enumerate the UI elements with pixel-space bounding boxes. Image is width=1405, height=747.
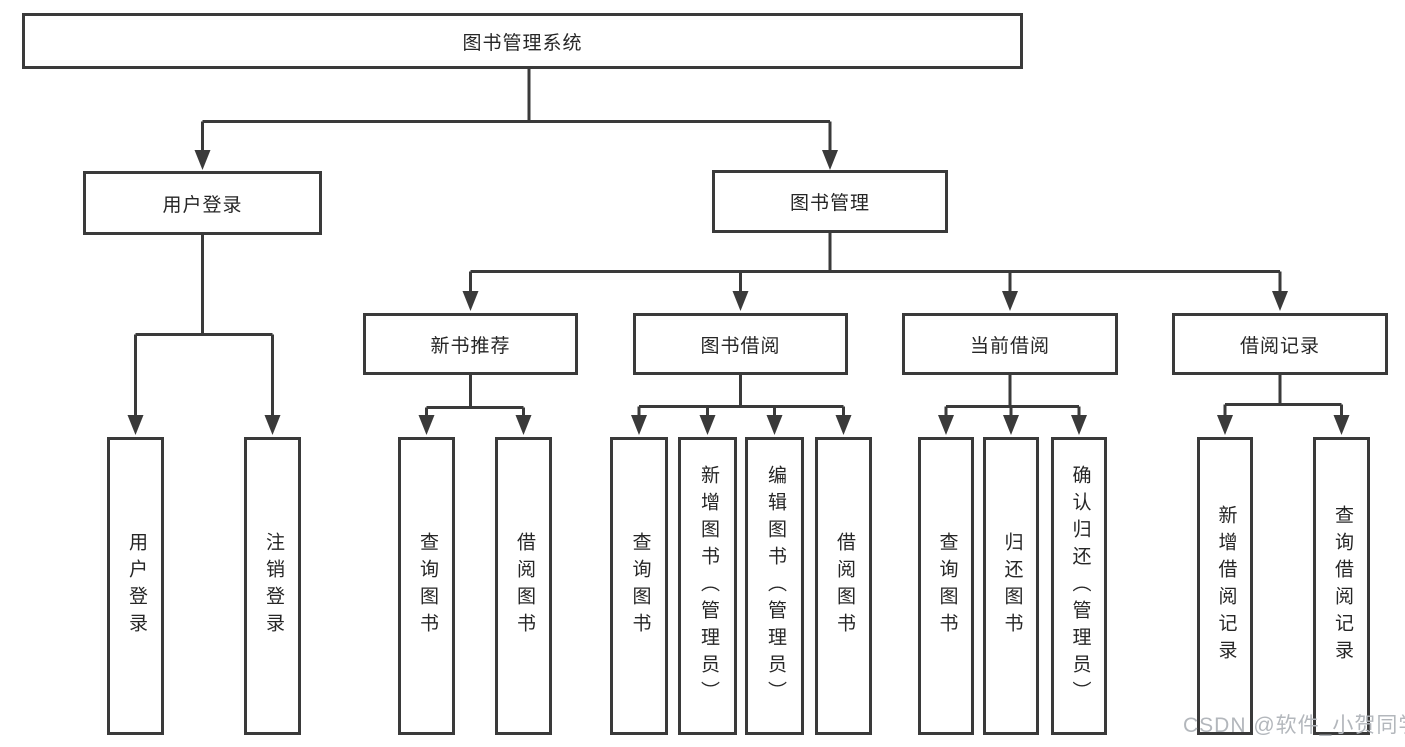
node-logout-label: 注销登录 xyxy=(262,532,284,640)
node-cb-query-book: 查询图书 xyxy=(918,437,974,735)
node-bb-edit-book: 编辑图书（管理员） xyxy=(745,437,804,735)
node-bb-add-book: 新增图书（管理员） xyxy=(678,437,737,735)
node-br-add-record: 新增借阅记录 xyxy=(1197,437,1253,735)
node-cb-return-book-label: 归还图书 xyxy=(1001,532,1023,640)
node-root-label: 图书管理系统 xyxy=(462,32,583,54)
node-current-borrow: 当前借阅 xyxy=(902,313,1118,375)
node-borrow-record: 借阅记录 xyxy=(1172,313,1388,375)
node-current-borrow-label: 当前借阅 xyxy=(969,335,1050,357)
node-new-book-recommend: 新书推荐 xyxy=(363,313,578,375)
node-cb-confirm-return: 确认归还（管理员） xyxy=(1051,437,1107,735)
connector-bookmgmt-to-level3 xyxy=(462,233,1288,311)
connector-newbook-to-children xyxy=(418,375,532,435)
node-br-add-record-label: 新增借阅记录 xyxy=(1215,505,1237,667)
node-br-query-record-label: 查询借阅记录 xyxy=(1331,505,1353,667)
node-br-query-record: 查询借阅记录 xyxy=(1313,437,1370,735)
node-user-login: 用户登录 xyxy=(83,171,322,235)
node-logout: 注销登录 xyxy=(244,437,301,735)
node-book-management-label: 图书管理 xyxy=(789,193,870,214)
node-cb-return-book: 归还图书 xyxy=(983,437,1039,735)
connector-userlogin-to-children xyxy=(127,234,281,435)
node-book-management: 图书管理 xyxy=(712,170,948,233)
node-bb-query-book: 查询图书 xyxy=(610,437,668,735)
node-new-book-recommend-label: 新书推荐 xyxy=(430,335,511,357)
node-nbr-borrow-book-label: 借阅图书 xyxy=(513,532,535,640)
node-nbr-query-book: 查询图书 xyxy=(398,437,455,735)
node-borrow-record-label: 借阅记录 xyxy=(1239,335,1320,357)
node-cb-query-book-label: 查询图书 xyxy=(936,532,958,640)
connector-borrowrecord-to-children xyxy=(1217,375,1350,435)
node-nbr-borrow-book: 借阅图书 xyxy=(495,437,552,735)
node-cb-confirm-return-label: 确认归还（管理员） xyxy=(1069,464,1091,708)
node-bb-query-book-label: 查询图书 xyxy=(629,532,651,640)
connector-root-to-level2 xyxy=(194,69,838,170)
connector-bookborrow-to-children xyxy=(631,375,852,435)
node-user-login-label: 用户登录 xyxy=(162,194,243,216)
node-login-label: 用户登录 xyxy=(125,532,147,640)
node-book-borrow-label: 图书借阅 xyxy=(700,335,781,357)
node-book-borrow: 图书借阅 xyxy=(633,313,848,375)
node-bb-add-book-label: 新增图书（管理员） xyxy=(697,464,719,708)
connector-currentborrow-to-children xyxy=(938,375,1087,435)
node-root: 图书管理系统 xyxy=(22,13,1023,69)
node-login: 用户登录 xyxy=(107,437,164,735)
node-bb-borrow-book: 借阅图书 xyxy=(815,437,872,735)
node-bb-edit-book-label: 编辑图书（管理员） xyxy=(764,464,786,708)
csdn-watermark: CSDN @软件_小贺同学 xyxy=(1183,714,1405,737)
node-nbr-query-book-label: 查询图书 xyxy=(416,532,438,640)
node-bb-borrow-book-label: 借阅图书 xyxy=(833,532,855,640)
